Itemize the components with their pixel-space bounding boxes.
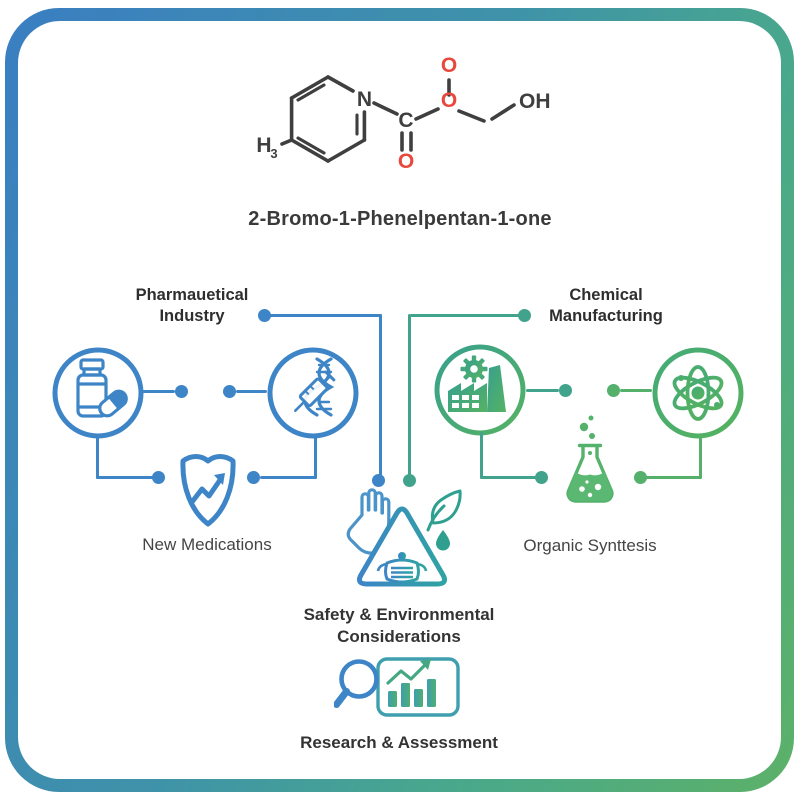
pharma-header: Pharmauetical Industry — [92, 285, 292, 327]
leaf-icon — [430, 489, 462, 525]
stop-hand-icon — [346, 488, 391, 555]
connector-line — [96, 476, 153, 479]
connector-dot — [247, 471, 260, 484]
connector-dot — [535, 471, 548, 484]
connector-dot — [372, 474, 385, 487]
connector-line — [410, 314, 519, 317]
atom-o-top: O — [441, 54, 457, 77]
chemical-header-line1: Chemical — [569, 286, 643, 304]
connector-line — [96, 435, 99, 479]
connector-line — [480, 476, 536, 479]
molecule-atoms: H 3 N C O O O OH — [256, 54, 550, 173]
shield-growth-icon — [180, 454, 236, 527]
connector-line — [264, 314, 382, 317]
safety-label-line2: Considerations — [337, 627, 461, 646]
pharma-header-line2: Industry — [159, 307, 225, 325]
face-mask-icon — [376, 558, 428, 584]
connector-line — [236, 390, 267, 393]
chemical-header: Chemical Manufacturing — [506, 285, 706, 327]
molecule-bonds — [280, 75, 516, 163]
flask-icon — [566, 415, 614, 503]
atom-icon — [652, 347, 744, 439]
connector-line — [480, 432, 483, 479]
safety-warning-icon — [346, 488, 462, 587]
dna-syringe-icon — [267, 347, 359, 439]
research-chart-icon — [334, 657, 460, 717]
connector-line — [314, 435, 317, 479]
pill-bottle-icon — [52, 347, 144, 439]
connector-dot — [175, 385, 188, 398]
connector-dot — [518, 309, 531, 322]
water-drop-icon — [436, 530, 450, 551]
chemical-sub-label: Organic Synttesis — [523, 536, 657, 555]
connector-line — [260, 476, 317, 479]
atom-o-ester: O — [441, 89, 457, 112]
atom-c: C — [398, 109, 413, 132]
connector-dot — [607, 384, 620, 397]
connector-line — [646, 476, 702, 479]
atom-h-sub: 3 — [270, 146, 277, 161]
research-label: Research & Assessment — [300, 733, 498, 752]
safety-label-line1: Safety & Environmental — [303, 605, 495, 624]
atom-oh: OH — [519, 90, 551, 113]
connector-dot — [403, 474, 416, 487]
connector-line — [408, 314, 411, 482]
connector-dot — [152, 471, 165, 484]
connector-line — [699, 435, 702, 479]
atom-n: N — [357, 88, 372, 111]
bar-chart-icon — [388, 679, 436, 707]
pharma-header-line1: Pharmauetical — [135, 286, 249, 304]
connector-line — [620, 389, 652, 392]
pharma-sub-label: New Medications — [142, 535, 272, 554]
molecule-name: 2-Bromo-1-Phenelpentan-1-one — [248, 208, 552, 230]
atom-h: H — [256, 134, 271, 157]
factory-icon — [434, 344, 526, 436]
safety-label: Safety & Environmental Considerations — [277, 604, 521, 648]
magnifier-icon — [334, 659, 379, 708]
connector-dot — [559, 384, 572, 397]
connector-dot — [634, 471, 647, 484]
connector-line — [379, 314, 382, 482]
connector-line — [142, 390, 175, 393]
connector-line — [526, 389, 559, 392]
chemical-header-line2: Manufacturing — [549, 307, 663, 325]
molecule-structure: H 3 N C O O O OH — [256, 54, 550, 173]
atom-o-carbonyl: O — [398, 150, 414, 173]
connector-dot — [223, 385, 236, 398]
